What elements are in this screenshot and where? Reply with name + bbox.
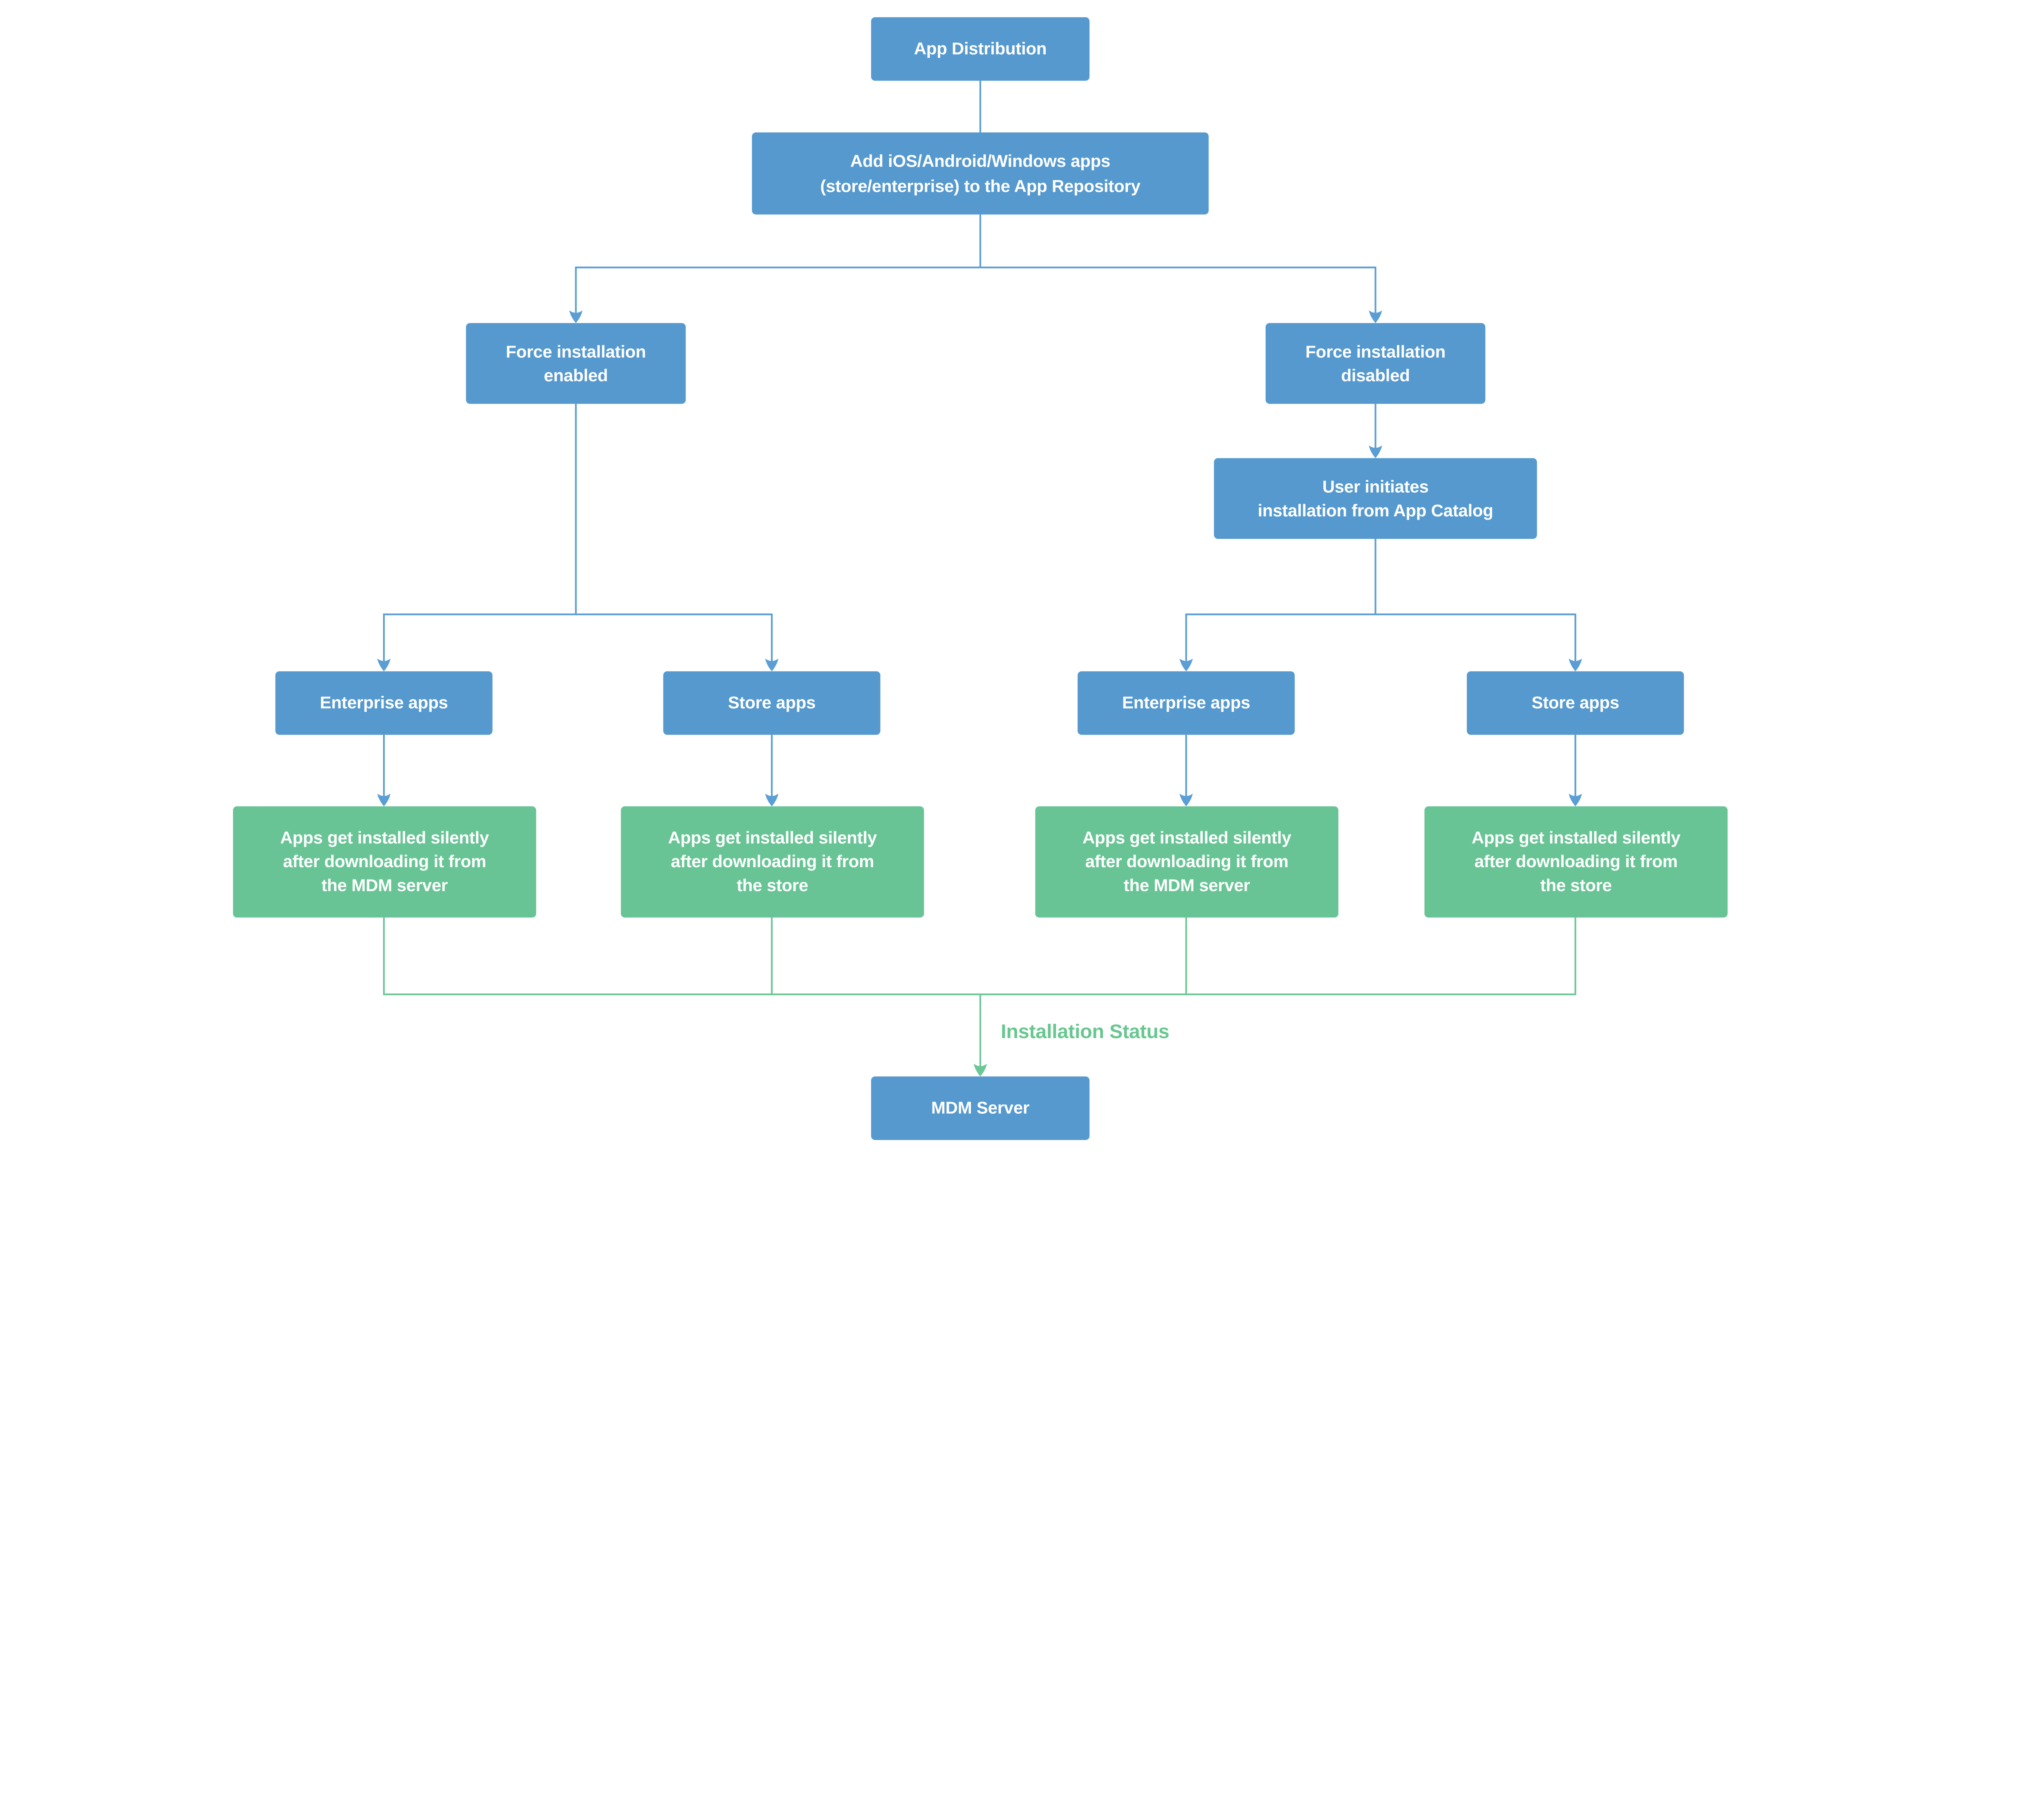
edge-split-force — [575, 267, 1376, 322]
label-line: the store — [737, 875, 809, 895]
label-line: Apps get installed silently — [280, 827, 489, 848]
label-line: User initiates — [1322, 476, 1429, 496]
node-silent-install-store-right: Apps get installed silently after downlo… — [1424, 806, 1728, 918]
label-line: the MDM server — [321, 875, 448, 895]
node-enterprise-apps-left: Enterprise apps — [275, 671, 493, 735]
label-line: after downloading it from — [671, 851, 874, 871]
node-app-distribution: App Distribution — [871, 17, 1090, 81]
node-force-installation-enabled: Force installation enabled — [466, 323, 686, 404]
label-line: Force installation — [506, 341, 646, 361]
edge-split-right-apps — [1185, 613, 1576, 669]
node-add-apps-repository: Add iOS/Android/Windows apps (store/ente… — [752, 132, 1209, 215]
connector-layer — [377, 81, 1582, 1077]
node-mdm-server: MDM Server — [871, 1076, 1090, 1140]
node-user-initiates-installation: User initiates installation from App Cat… — [1214, 458, 1537, 539]
label-line: enabled — [544, 365, 608, 385]
node-silent-install-store-left: Apps get installed silently after downlo… — [621, 806, 924, 918]
label-line: disabled — [1341, 365, 1410, 385]
label-line: Apps get installed silently — [668, 827, 877, 848]
label-line: after downloading it from — [1474, 851, 1678, 871]
label-line: installation from App Catalog — [1257, 500, 1493, 520]
label-line: Force installation — [1305, 341, 1446, 361]
node-force-installation-disabled: Force installation disabled — [1265, 323, 1486, 404]
node-silent-install-mdm-left: Apps get installed silently after downlo… — [233, 806, 536, 918]
label-line: (store/enterprise) to the App Repository — [820, 176, 1141, 196]
edge-label-installation-status: Installation Status — [1001, 1021, 1170, 1043]
label-line: Add iOS/Android/Windows apps — [850, 151, 1111, 171]
label-line: Store apps — [1531, 692, 1619, 713]
label-line: the store — [1540, 875, 1612, 895]
label-line: after downloading it from — [283, 851, 486, 871]
label-line: Enterprise apps — [1122, 692, 1251, 713]
label-line: Enterprise apps — [320, 692, 448, 713]
edge-split-left-apps — [383, 613, 773, 669]
edge-green-collector — [383, 917, 1576, 996]
label-line: Apps get installed silently — [1471, 827, 1681, 848]
node-enterprise-apps-right: Enterprise apps — [1078, 671, 1295, 735]
label-line: Store apps — [728, 692, 816, 713]
node-silent-install-mdm-right: Apps get installed silently after downlo… — [1035, 806, 1338, 918]
label-line: the MDM server — [1123, 875, 1250, 895]
label-line: after downloading it from — [1085, 851, 1289, 871]
node-store-apps-right: Store apps — [1467, 671, 1684, 735]
label-line: MDM Server — [931, 1097, 1030, 1118]
label-line: Apps get installed silently — [1082, 827, 1291, 848]
node-store-apps-left: Store apps — [663, 671, 881, 735]
flowchart-canvas: App Distribution Add iOS/Android/Windows… — [233, 17, 1728, 1140]
label-line: App Distribution — [914, 38, 1047, 58]
